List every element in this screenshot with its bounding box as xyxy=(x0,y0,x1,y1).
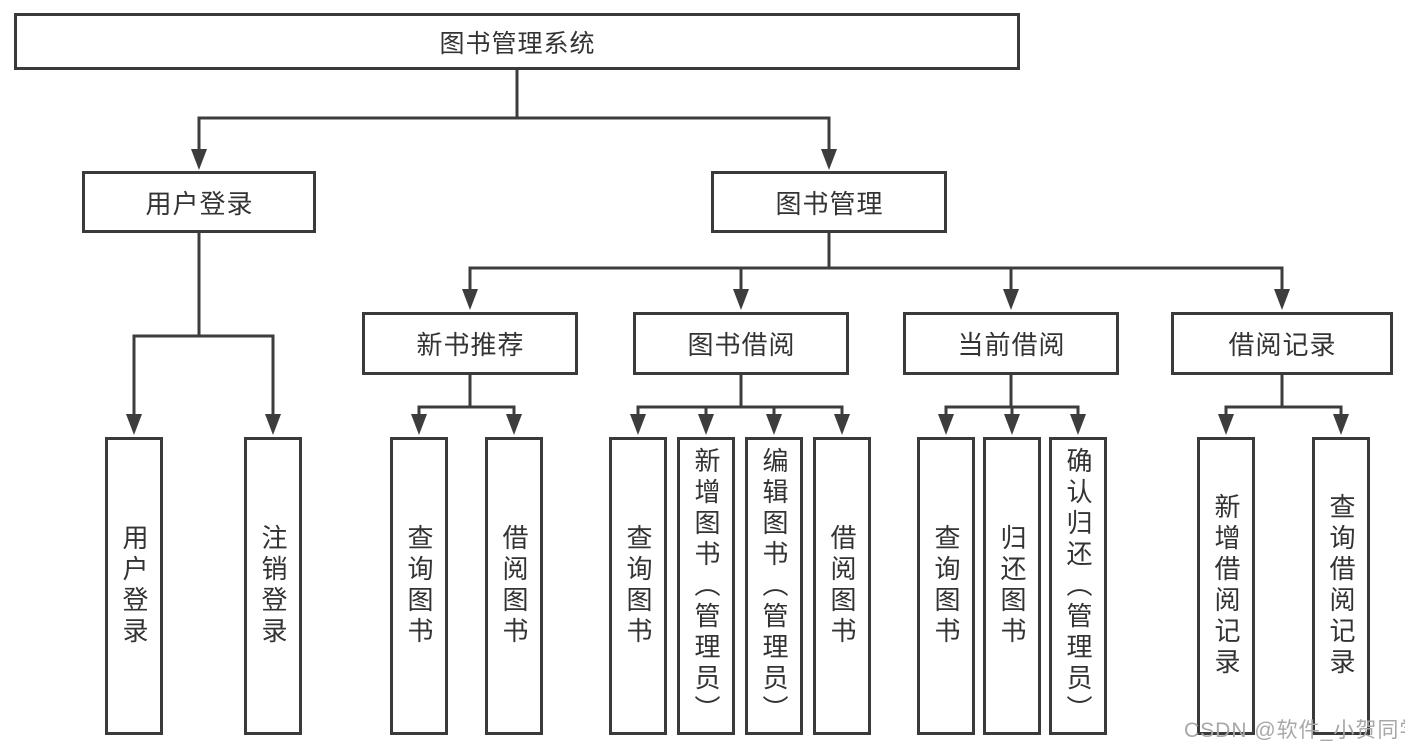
leaf-borrow-books-borrowing: 借阅图书 xyxy=(813,437,871,735)
node-current-borrowing: 当前借阅 xyxy=(903,312,1119,375)
node-book-borrowing: 图书借阅 xyxy=(633,312,849,375)
leaf-return-books: 归还图书 xyxy=(983,437,1041,735)
node-library-management-system: 图书管理系统 xyxy=(14,13,1020,70)
leaf-edit-book-admin: 编辑图书（管理员） xyxy=(745,437,803,735)
leaf-add-book-admin: 新增图书（管理员） xyxy=(677,437,735,735)
node-book-management: 图书管理 xyxy=(711,171,947,233)
leaf-query-books-borrowing: 查询图书 xyxy=(609,437,667,735)
node-new-book-recommendation: 新书推荐 xyxy=(362,312,578,375)
leaf-user-login: 用户登录 xyxy=(105,437,163,735)
leaf-add-borrow-record: 新增借阅记录 xyxy=(1197,437,1255,735)
node-user-login: 用户登录 xyxy=(82,171,316,233)
leaf-logout: 注销登录 xyxy=(244,437,302,735)
leaf-confirm-return-admin: 确认归还（管理员） xyxy=(1049,437,1107,735)
csdn-watermark: CSDN @软件_小贺同学 xyxy=(1184,719,1405,742)
leaf-query-books-recommendation: 查询图书 xyxy=(390,437,448,735)
leaf-query-borrow-record: 查询借阅记录 xyxy=(1312,437,1370,735)
leaf-borrow-books-recommendation: 借阅图书 xyxy=(485,437,543,735)
node-borrowing-records: 借阅记录 xyxy=(1171,312,1393,375)
leaf-query-books-current: 查询图书 xyxy=(917,437,975,735)
